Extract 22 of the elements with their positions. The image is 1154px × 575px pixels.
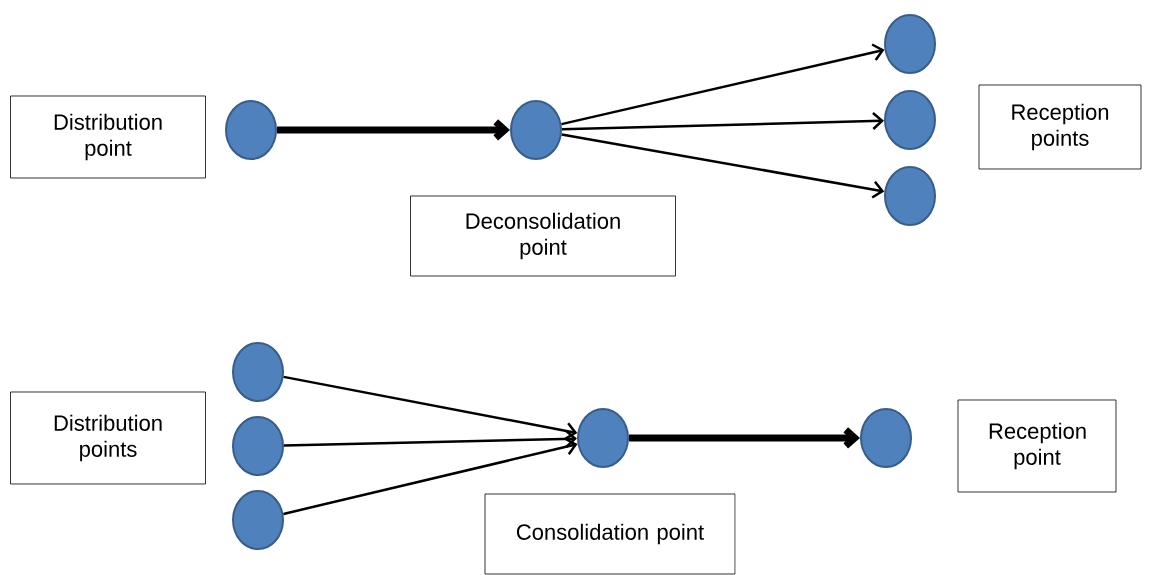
circle-node xyxy=(510,100,562,160)
circle-node xyxy=(232,490,284,550)
circle-node xyxy=(232,416,284,476)
text-box: Distribution points xyxy=(10,391,206,485)
circle-node xyxy=(577,408,629,468)
circle-node xyxy=(884,166,936,226)
text-box: Reception point xyxy=(957,399,1117,493)
arrow xyxy=(283,375,578,440)
arrow xyxy=(561,133,885,199)
arrow xyxy=(283,429,577,448)
circle-node xyxy=(225,100,277,160)
text-box: Distribution point xyxy=(10,95,206,179)
circle-node xyxy=(884,14,936,74)
arrow xyxy=(561,43,885,126)
text-box: Consolidation point xyxy=(484,493,736,575)
circle-node xyxy=(884,90,936,150)
circle-node xyxy=(860,408,912,468)
text-box: Deconsolidation point xyxy=(410,195,676,277)
circle-node xyxy=(232,342,284,402)
arrow xyxy=(283,437,578,516)
arrow xyxy=(561,112,884,131)
text-box: Reception points xyxy=(978,84,1142,170)
